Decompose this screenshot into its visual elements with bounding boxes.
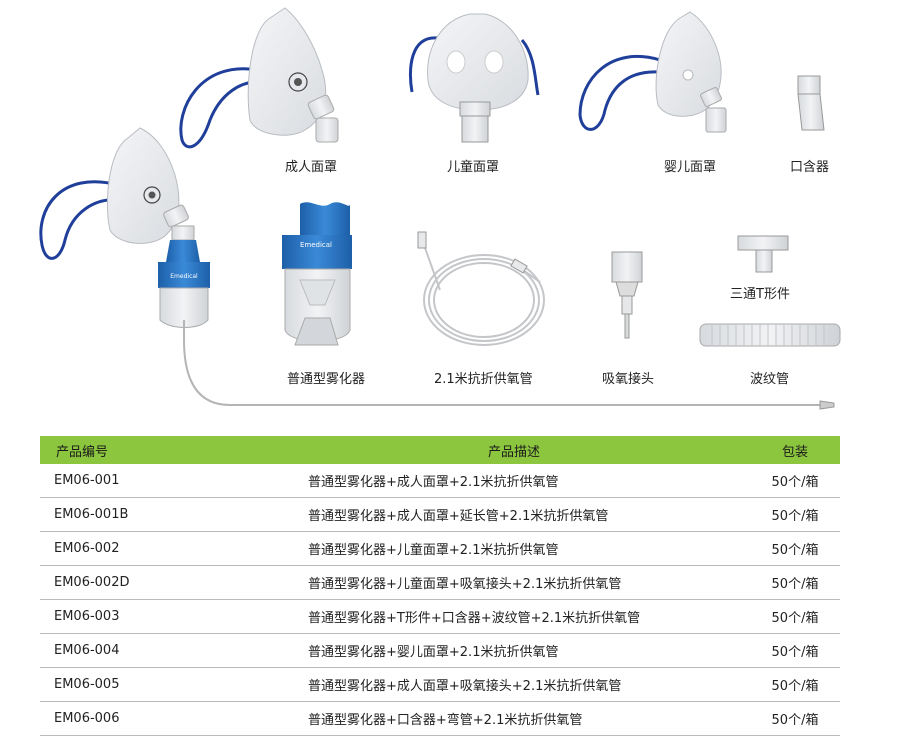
row-description: 普通型雾化器+成人面罩+延长管+2.1米抗折供氧管: [308, 509, 609, 524]
product-illustration: Emedical Emedical: [39, 7, 841, 410]
row-description: 普通型雾化器+成人面罩+吸氧接头+2.1米抗折供氧管: [308, 679, 622, 694]
table-row: EM06-001 普通型雾化器+成人面罩+2.1米抗折供氧管 50个/箱: [40, 464, 840, 498]
row-package: 50个/箱: [771, 713, 819, 728]
row-package: 50个/箱: [771, 645, 819, 660]
row-description: 普通型雾化器+T形件+口含器+波纹管+2.1米抗折供氧管: [308, 611, 641, 626]
caption-corrugated-tube: 波纹管: [750, 372, 790, 387]
table-row: EM06-006 普通型雾化器+口含器+弯管+2.1米抗折供氧管 50个/箱: [40, 702, 840, 736]
row-code: EM06-001B: [54, 507, 129, 522]
row-code: EM06-003: [54, 609, 120, 624]
table-header: 产品编号 产品描述 包装: [40, 436, 840, 464]
row-description: 普通型雾化器+成人面罩+2.1米抗折供氧管: [308, 475, 559, 490]
row-code: EM06-002D: [54, 575, 130, 590]
assembly-image: Emedical: [39, 127, 835, 410]
row-description: 普通型雾化器+儿童面罩+2.1米抗折供氧管: [308, 543, 559, 558]
caption-mouthpiece: 口含器: [790, 160, 830, 175]
caption-tubing: 2.1米抗折供氧管: [434, 372, 533, 387]
row-package: 50个/箱: [771, 577, 819, 592]
infant-mask-image: [578, 11, 727, 133]
caption-suction-connector: 吸氧接头: [602, 372, 655, 387]
corrugated-tube-image: [699, 323, 841, 347]
nebulizer-image: Emedical: [282, 202, 352, 346]
table-row: EM06-003 普通型雾化器+T形件+口含器+波纹管+2.1米抗折供氧管 50…: [40, 600, 840, 634]
row-description: 普通型雾化器+口含器+弯管+2.1米抗折供氧管: [308, 713, 583, 728]
header-package: 包装: [781, 444, 808, 460]
row-package: 50个/箱: [771, 475, 819, 490]
header-description: 产品描述: [487, 444, 540, 460]
row-package: 50个/箱: [771, 611, 819, 626]
header-code: 产品编号: [56, 444, 109, 460]
row-code: EM06-002: [54, 541, 120, 556]
row-package: 50个/箱: [771, 509, 819, 524]
row-description: 普通型雾化器+婴儿面罩+2.1米抗折供氧管: [308, 645, 559, 660]
row-code: EM06-006: [54, 711, 120, 726]
table-row: EM06-005 普通型雾化器+成人面罩+吸氧接头+2.1米抗折供氧管 50个/…: [40, 668, 840, 702]
assembly-brand-label: Emedical: [170, 273, 198, 280]
suction-connector-image: [611, 251, 643, 339]
adult-mask-image: [179, 7, 339, 149]
row-package: 50个/箱: [771, 543, 819, 558]
row-code: EM06-005: [54, 677, 120, 692]
row-code: EM06-004: [54, 643, 120, 658]
caption-nebulizer: 普通型雾化器: [287, 372, 366, 387]
table-row: EM06-001B 普通型雾化器+成人面罩+延长管+2.1米抗折供氧管 50个/…: [40, 498, 840, 532]
caption-child-mask: 儿童面罩: [447, 160, 500, 175]
mouthpiece-image: [797, 75, 825, 131]
product-table: 产品编号 产品描述 包装 EM06-001 普通型雾化器+成人面罩+2.1米抗折…: [40, 436, 840, 736]
caption-adult-mask: 成人面罩: [285, 160, 338, 175]
tee-piece-image: [737, 235, 789, 273]
table-row: EM06-002D 普通型雾化器+儿童面罩+吸氧接头+2.1米抗折供氧管 50个…: [40, 566, 840, 600]
caption-tee-piece: 三通T形件: [730, 287, 790, 302]
tubing-image: [417, 231, 545, 346]
row-package: 50个/箱: [771, 679, 819, 694]
table-row: EM06-002 普通型雾化器+儿童面罩+2.1米抗折供氧管 50个/箱: [40, 532, 840, 566]
caption-infant-mask: 婴儿面罩: [664, 160, 717, 175]
child-mask-image: [408, 13, 540, 143]
row-description: 普通型雾化器+儿童面罩+吸氧接头+2.1米抗折供氧管: [308, 577, 622, 592]
table-row: EM06-004 普通型雾化器+婴儿面罩+2.1米抗折供氧管 50个/箱: [40, 634, 840, 668]
nebulizer-brand-label: Emedical: [300, 241, 332, 249]
row-code: EM06-001: [54, 473, 120, 488]
